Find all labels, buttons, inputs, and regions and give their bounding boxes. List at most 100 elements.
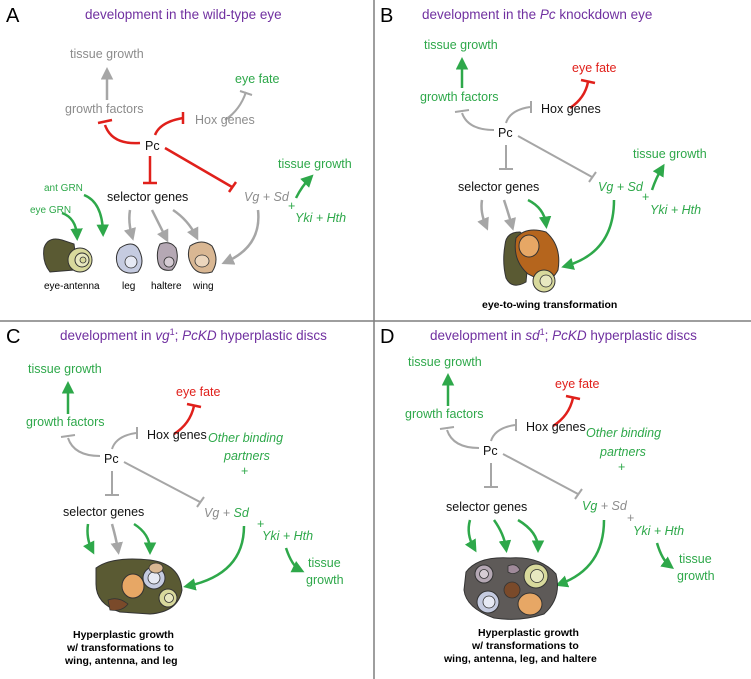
tissue-growth-label: tissue growth [70, 47, 144, 61]
panel-c: C development in vg1; PcKD hyperplastic … [6, 326, 344, 667]
eye-fate-label: eye fate [235, 72, 280, 86]
disc-label-haltere: haltere [151, 281, 182, 292]
arrow-to-tissue-growth [655, 542, 674, 570]
tissue-growth-label: tissue growth [28, 362, 102, 376]
pc-label: Pc [483, 444, 498, 458]
panel-letter: D [380, 326, 394, 348]
panel-title: development in sd1; PcKD hyperplastic di… [430, 327, 697, 343]
partners-label: partners [223, 449, 270, 463]
disc-label-leg: leg [122, 281, 135, 292]
tissue-growth-right-label: tissue growth [633, 147, 707, 161]
panel-b: B development in the Pc knockdown eye ti… [380, 5, 707, 311]
caption-line-3: wing, antenna, and leg [64, 655, 178, 667]
wing-disc [187, 241, 217, 274]
selector-genes-label: selector genes [107, 190, 188, 204]
arrow-to-haltere [150, 209, 169, 243]
hyperplastic-disc-d [463, 557, 558, 620]
growth-factors-label: growth factors [405, 407, 484, 421]
partners-label: partners [599, 445, 646, 459]
caption-line-1: Hyperplastic growth [478, 627, 579, 639]
panel-d: D development in sd1; PcKD hyperplastic … [380, 326, 715, 665]
hox-label: Hox genes [147, 428, 207, 442]
inhibit-hox-eye [569, 81, 590, 110]
pc-inhibits-growth-factors [103, 124, 141, 145]
tissue-growth-label: tissue growth [424, 38, 498, 52]
pc-label: Pc [145, 139, 160, 153]
eye-to-wing-disc [503, 229, 560, 293]
pc-inhibits-hox [153, 116, 184, 136]
tissue-label: tissue [308, 556, 341, 570]
eye-grn-label: eye GRN [30, 205, 71, 216]
selector-arrow-3 [527, 198, 552, 229]
vg-sd-label: Vg + Sd [598, 180, 644, 194]
selector-arrow-3 [517, 518, 545, 553]
pc-inhibits-vg-sd [164, 146, 233, 189]
inhibit-hox-eye [173, 405, 196, 436]
selector-genes-label: selector genes [446, 500, 527, 514]
vg-sd-label: Vg + Sd [204, 506, 250, 520]
haltere-disc [156, 242, 178, 271]
selector-arrow-1 [464, 519, 477, 553]
eye-fate-label: eye fate [555, 377, 600, 391]
yki-hth-label: Yki + Hth [633, 524, 684, 538]
plus-label-2: + [627, 511, 634, 525]
caption-line-2: w/ transformations to [66, 642, 174, 654]
pc-inhibits-vg-sd [123, 461, 201, 503]
plus-label: + [618, 460, 625, 474]
growth-factors-label: growth factors [26, 415, 105, 429]
panel-letter: A [6, 5, 20, 27]
vg-sd-label: Vg + Sd [244, 190, 290, 204]
growth-label: growth [306, 573, 344, 587]
arrow-vg-to-disc [183, 525, 246, 591]
caption-line-3: wing, antenna, leg, and haltere [443, 653, 597, 665]
pc-inhibits-hox [111, 432, 137, 450]
pc-inhibits-growth-factors [461, 112, 495, 131]
pc-inhibits-growth-factors [67, 437, 101, 457]
selector-genes-label: selector genes [458, 180, 539, 194]
disc-label-eye-antenna: eye-antenna [44, 281, 100, 292]
vg-sd-label: Vg + Sd [582, 499, 628, 513]
arrow-to-wing [172, 208, 199, 241]
leg-disc [115, 243, 143, 274]
inhibit-hox-eye [224, 91, 247, 121]
eye-grn-arrow [61, 211, 83, 241]
growth-factors-label: growth factors [420, 90, 499, 104]
eye-fate-label: eye fate [572, 61, 617, 75]
pc-inhibits-hox [505, 106, 531, 124]
other-binding-label: Other binding [586, 426, 661, 440]
ant-grn-label: ant GRN [44, 183, 83, 194]
eye-fate-label: eye fate [176, 385, 221, 399]
arrow-to-leg [123, 209, 136, 241]
yki-hth-label: Yki + Hth [650, 203, 701, 217]
hyperplastic-disc-c [95, 558, 183, 615]
growth-label: growth [677, 569, 715, 583]
pc-inhibits-vg-sd [517, 135, 593, 178]
yki-hth-label: Yki + Hth [295, 211, 346, 225]
caption-line-1: Hyperplastic growth [73, 629, 174, 641]
tissue-label: tissue [679, 552, 712, 566]
growth-factors-label: growth factors [65, 102, 144, 116]
disc-label-wing: wing [192, 281, 214, 292]
panel-title: development in the Pc knockdown eye [422, 7, 652, 22]
pc-inhibits-vg-sd [502, 453, 579, 495]
hox-label: Hox genes [526, 420, 586, 434]
arrow-to-tissue-growth [294, 174, 314, 199]
selector-arrow-1 [83, 523, 95, 555]
other-binding-label: Other binding [208, 431, 283, 445]
pc-inhibits-hox [490, 424, 516, 442]
plus-label: + [642, 190, 649, 204]
arrow-to-tissue-growth [284, 547, 305, 573]
tissue-growth-right-label: tissue growth [278, 157, 352, 171]
arrow-vg-to-disc [555, 519, 606, 588]
selector-arrow-2 [502, 199, 516, 231]
panel-a: A development in the wild-type eye tissu… [6, 5, 352, 292]
plus-label: + [241, 464, 248, 478]
plus-label: + [288, 199, 295, 213]
selector-arrow-2 [110, 523, 123, 555]
plus-label-2: + [257, 517, 264, 531]
tissue-growth-label: tissue growth [408, 355, 482, 369]
selector-arrow-2 [492, 519, 512, 553]
inhibit-hox-eye [552, 397, 575, 428]
ant-grn-arrow [83, 193, 109, 237]
